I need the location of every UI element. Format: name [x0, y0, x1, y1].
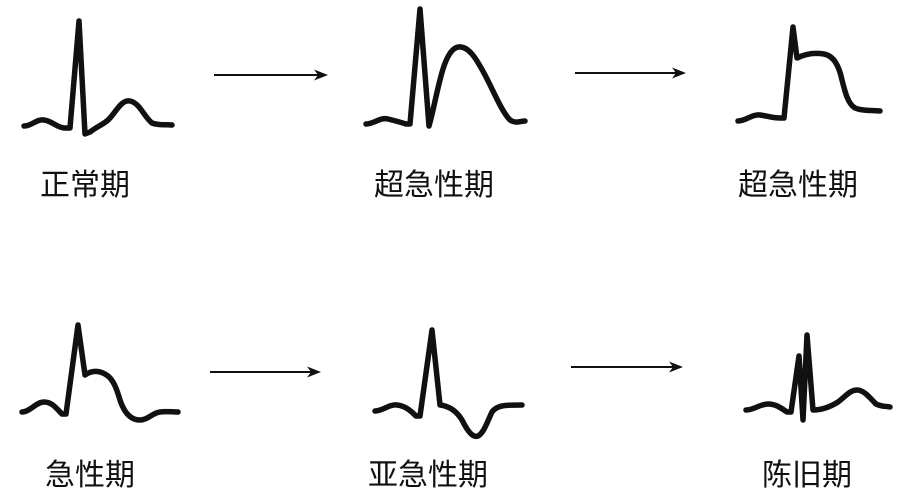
ecg-waveform-acute [19, 322, 181, 423]
arrow-head [314, 69, 328, 81]
stage-label: 超急性期 [374, 168, 494, 203]
arrow-head [672, 67, 686, 79]
stage-normal: 正常期 [21, 18, 175, 203]
stage-subacute: 亚急性期 [368, 327, 525, 493]
stage-old: 陈旧期 [743, 332, 893, 493]
arrow-head [307, 366, 321, 378]
stage-label: 正常期 [40, 168, 130, 203]
ecg-waveform-normal [21, 18, 175, 137]
arrow-right [210, 366, 321, 378]
stage-label: 超急性期 [738, 168, 858, 203]
arrow-head [669, 361, 683, 373]
arrow-right [571, 361, 683, 373]
stage-hyperacute-2: 超急性期 [735, 24, 883, 203]
ecg-waveform-hyperacute [363, 6, 528, 129]
ecg-waveform-subacute [372, 327, 525, 440]
ecg-waveform-old [743, 332, 893, 423]
stage-label: 亚急性期 [368, 458, 488, 493]
ecg-waveform-hyperacute-plateau [735, 24, 883, 124]
stage-acute: 急性期 [19, 322, 181, 493]
stage-hyperacute-1: 超急性期 [363, 6, 528, 203]
arrow-right [575, 67, 686, 79]
stage-label: 急性期 [45, 458, 135, 493]
stage-label: 陈旧期 [762, 458, 852, 493]
arrow-right [214, 69, 328, 81]
